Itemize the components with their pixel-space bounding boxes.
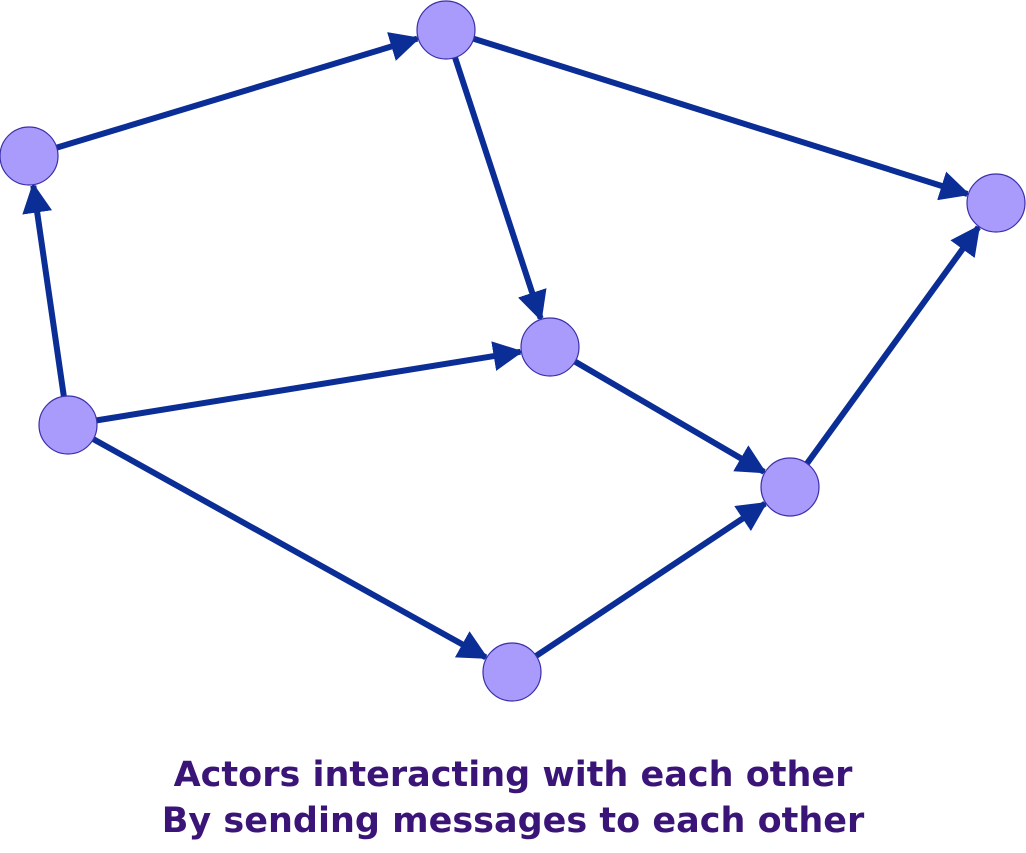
caption: Actors interacting with each other By se… — [0, 752, 1026, 844]
edge-n2-to-n3 — [472, 35, 971, 201]
actor-node-n2 — [416, 0, 476, 60]
edges-layer — [22, 32, 981, 661]
actor-node-n3 — [966, 173, 1026, 233]
actor-node-n4 — [38, 395, 98, 455]
nodes-layer — [0, 0, 1026, 702]
edge-n2-to-n5 — [452, 56, 547, 322]
edge-n5-to-n6 — [573, 359, 767, 475]
caption-line-1: Actors interacting with each other — [173, 755, 853, 795]
edge-n7-to-n6 — [534, 501, 768, 659]
edge-n4-to-n5 — [96, 341, 524, 424]
caption-line-2: By sending messages to each other — [161, 801, 865, 841]
actor-node-n6 — [760, 457, 820, 517]
edge-n6-to-n3 — [804, 224, 981, 466]
actor-node-n7 — [482, 642, 542, 702]
actor-node-n1 — [0, 126, 59, 186]
edge-n4-to-n1 — [22, 182, 67, 397]
edge-n1-to-n2 — [55, 32, 421, 151]
edge-n4-to-n7 — [91, 436, 489, 661]
actor-node-n5 — [520, 317, 580, 377]
